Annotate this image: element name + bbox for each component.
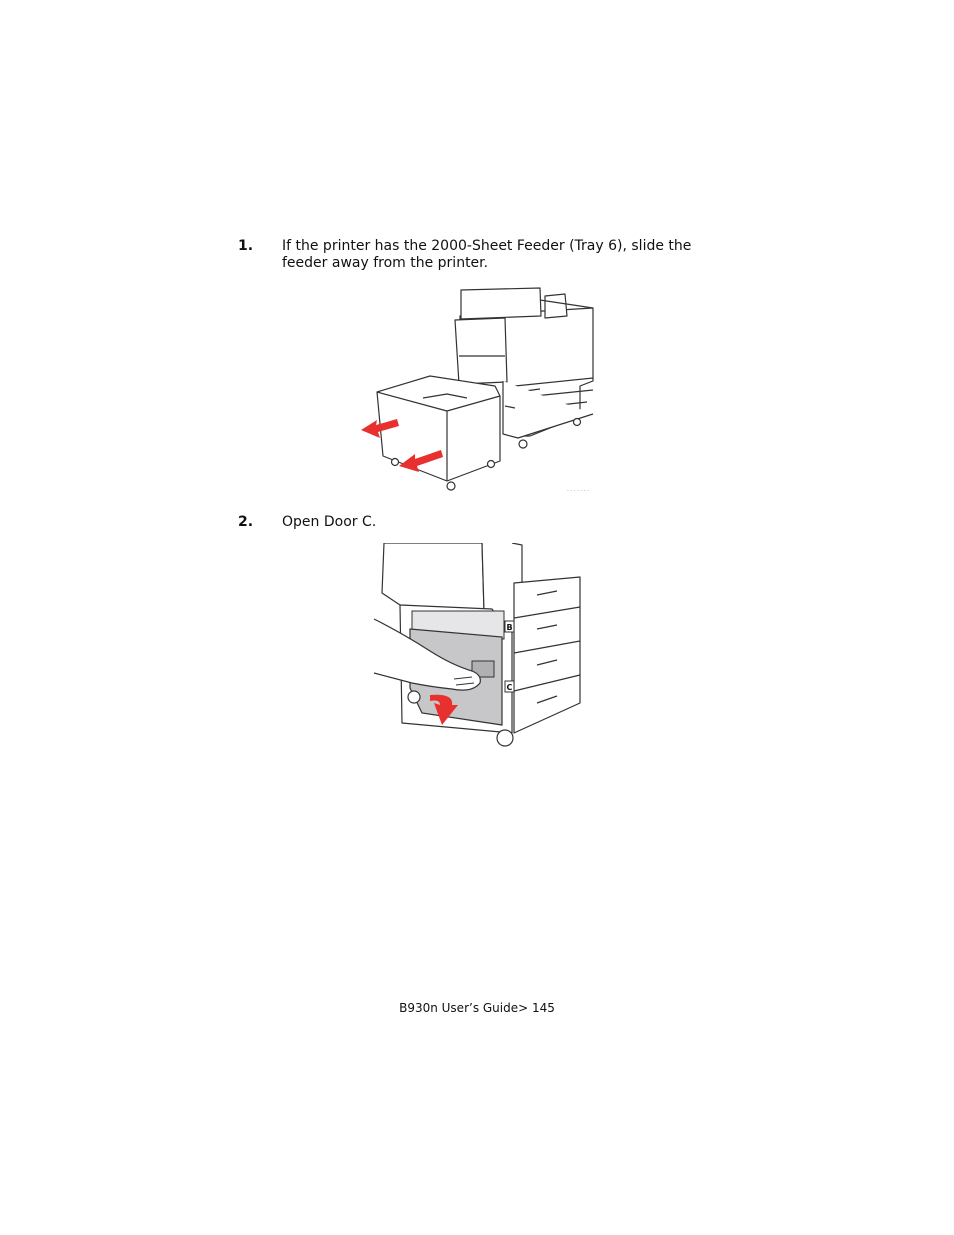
svg-text:- - - - - - -: - - - - - - - — [567, 488, 589, 494]
step-2-text: Open Door C. — [282, 514, 377, 530]
page-footer: B930n User’s Guide> 145 — [399, 1001, 555, 1015]
label-c: C — [507, 683, 513, 692]
step-1-number: 1. — [238, 238, 254, 254]
step-2-number: 2. — [238, 514, 254, 530]
figure-open-door-c: B C — [373, 543, 581, 747]
step-1-text: If the printer has the 2000-Sheet Feeder… — [282, 238, 692, 271]
figure-feeder-removal: - - - - - - - — [361, 287, 594, 494]
label-b: B — [507, 623, 513, 632]
